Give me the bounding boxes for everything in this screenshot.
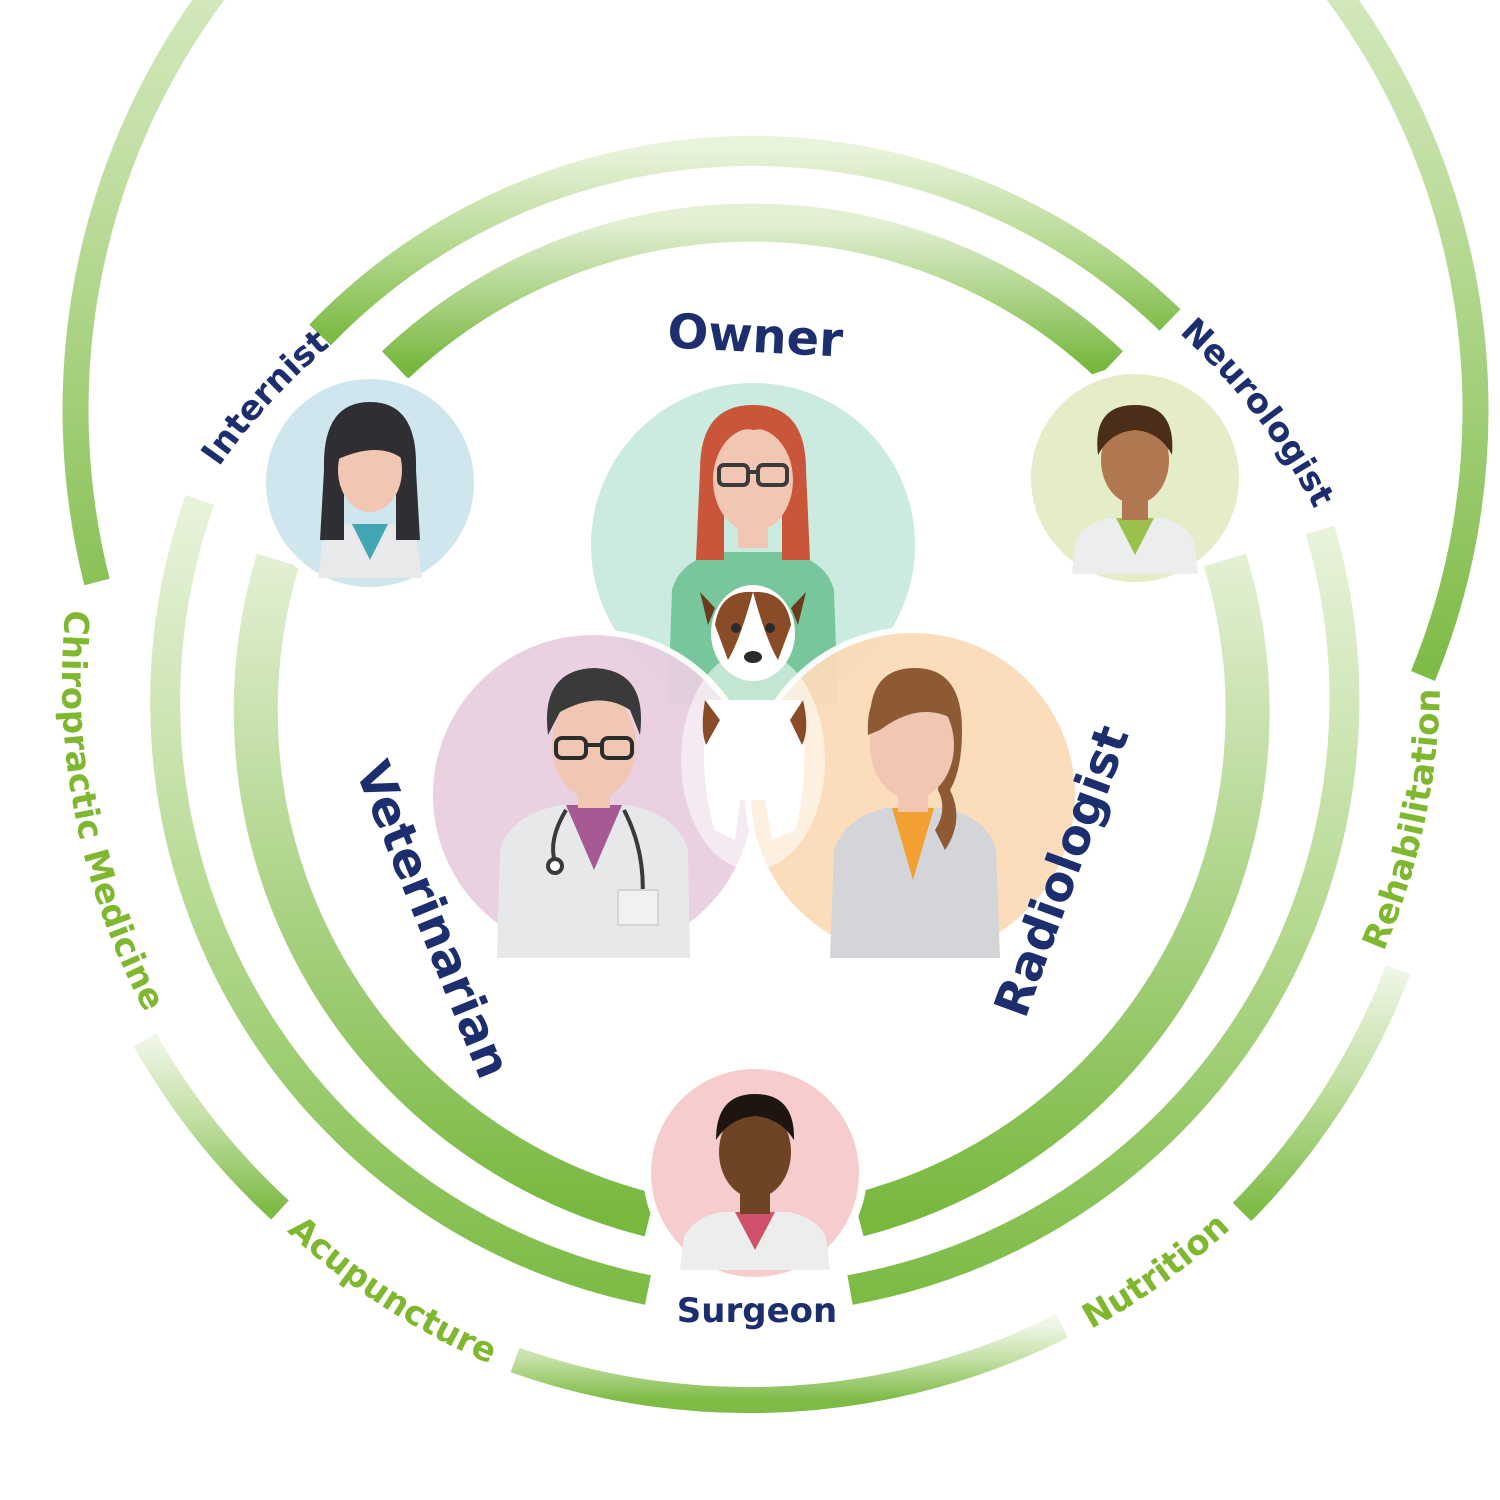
dog-illustration bbox=[681, 585, 825, 870]
alternative-care-ring bbox=[62, 0, 1489, 1414]
outer-ring-arc-top bbox=[62, 0, 1489, 681]
inner-ring-arc-left bbox=[233, 553, 656, 1237]
neurologist-avatar bbox=[1023, 366, 1247, 590]
inner-ring-arc-top bbox=[381, 203, 1124, 379]
rehabilitation-label: Rehabilitation bbox=[1355, 688, 1449, 955]
veterinarian-avatar bbox=[427, 629, 759, 961]
nutrition-label: Nutrition bbox=[1076, 1205, 1237, 1337]
glasses-icon bbox=[554, 736, 634, 760]
outer-ring-arc-bottom bbox=[510, 1314, 1068, 1414]
middle-ring-arc-right bbox=[847, 525, 1360, 1305]
surgeon-avatar bbox=[643, 1061, 867, 1285]
glasses-icon bbox=[717, 463, 789, 487]
outer-ring-arc-right bbox=[1232, 965, 1411, 1222]
nutrition-label-text: Nutrition bbox=[1076, 1205, 1237, 1337]
internist-avatar bbox=[258, 371, 482, 595]
surgeon-label: Surgeon bbox=[677, 1291, 837, 1331]
specialist-ring bbox=[150, 135, 1360, 1305]
owner-label: Owner bbox=[666, 303, 845, 368]
inner-ring-arc-right bbox=[852, 553, 1270, 1237]
rehabilitation-label-text: Rehabilitation bbox=[1355, 688, 1449, 955]
core-team: Owner Veterinarian Radiologist bbox=[344, 303, 1141, 1086]
middle-ring-arc-left bbox=[150, 494, 651, 1305]
middle-ring-arc-top bbox=[309, 135, 1181, 346]
radiologist-avatar bbox=[745, 627, 1081, 963]
outer-ring-arc-left bbox=[133, 1033, 289, 1220]
inner-ring bbox=[233, 203, 1270, 1237]
